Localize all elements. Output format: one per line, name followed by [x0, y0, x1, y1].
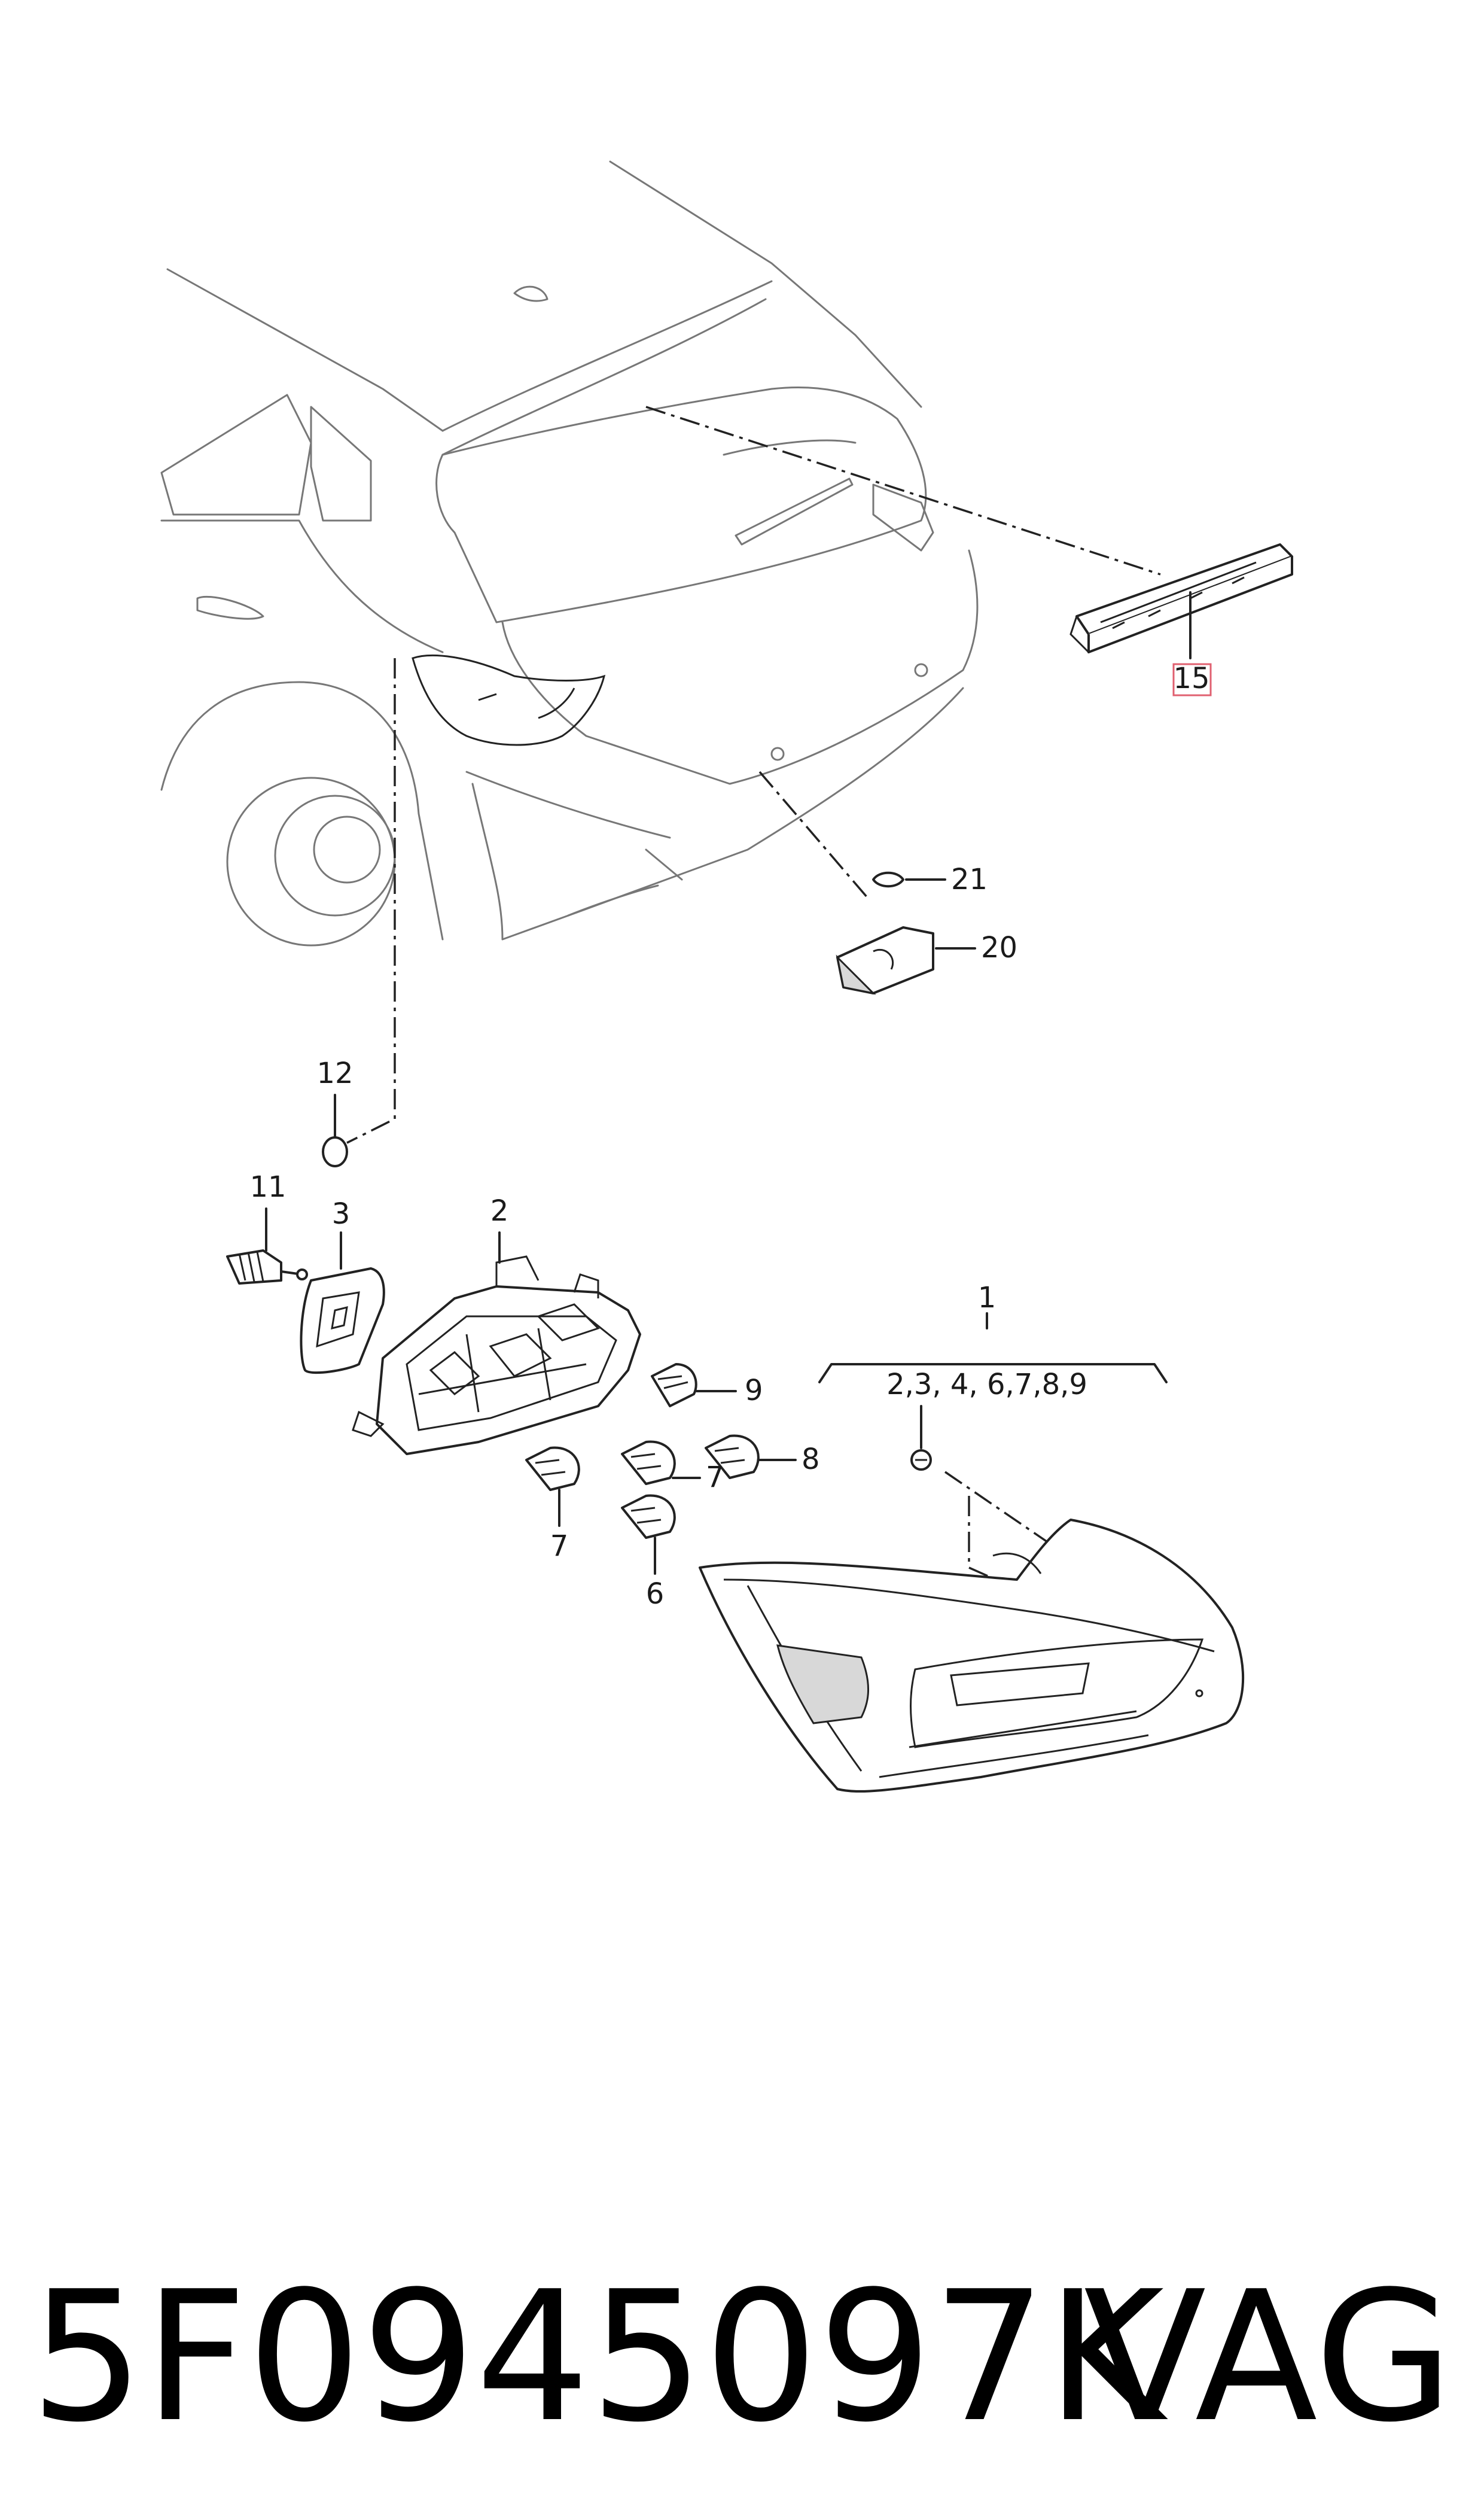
parts-diagram: 15 21 20 12 11 3 2 9 8 7 7 6 1 2,3, 4, 6… [160, 160, 1293, 1793]
car-rear-outline [160, 160, 979, 947]
bulb-6 [621, 1494, 676, 1575]
part-12-grommet [322, 1094, 348, 1167]
callout-9: 9 [745, 1374, 763, 1407]
callout-3: 3 [332, 1197, 351, 1231]
part-15-brake-light [1069, 543, 1293, 696]
callout-1: 1 [978, 1281, 997, 1315]
callout-7a: 7 [706, 1461, 724, 1494]
part-1-tail-lamp [699, 1312, 1245, 1793]
bulb-7a [621, 1440, 701, 1485]
callout-6: 6 [646, 1577, 665, 1611]
part-2-bulb-carrier [352, 1231, 641, 1455]
callout-8: 8 [802, 1443, 820, 1476]
footer-caption: 5F0945097K VAG [30, 2250, 1453, 2465]
callout-labels: 15 21 20 12 11 3 2 9 8 7 7 6 1 2,3, 4, 6… [249, 662, 1209, 1611]
part-3-gasket [300, 1231, 385, 1374]
part-number: 5F0945097K [30, 2253, 1165, 2462]
part-21-clip [872, 871, 946, 888]
bulb-9 [651, 1363, 737, 1407]
callout-11: 11 [249, 1170, 286, 1204]
part-11-connector [226, 1207, 308, 1285]
callout-12: 12 [316, 1057, 353, 1090]
callout-21: 21 [951, 863, 988, 896]
callout-7b: 7 [550, 1529, 569, 1563]
callout-20: 20 [981, 931, 1017, 965]
part-20-plate-lamp [836, 926, 976, 995]
callout-15: 15 [1173, 662, 1209, 695]
part-15-highlight-box [1172, 663, 1212, 696]
bulb-7b [525, 1446, 580, 1527]
callout-2: 2 [490, 1194, 509, 1228]
brand-label: VAG [1083, 2253, 1453, 2462]
bulb-8 [705, 1434, 797, 1479]
callout-1-subparts: 2,3, 4, 6,7,8,9 [886, 1368, 1087, 1401]
